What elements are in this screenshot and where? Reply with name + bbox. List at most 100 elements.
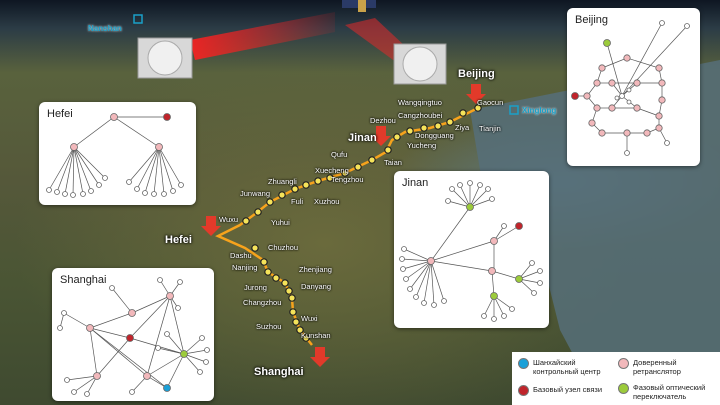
beijing-network-graph [571,20,690,156]
relay-label: Jurong [244,283,267,292]
phase-switch-dot-icon [618,383,629,394]
relay-label: Wuxi [301,314,318,323]
shanghai-network-panel: Shanghai [52,268,214,401]
relay-label: Gaocun [477,98,504,107]
relay-station-marker [251,244,259,252]
relay-station-marker [326,174,334,182]
legend-label: Доверенный ретранслятор [633,358,681,376]
relay-label: Junwang [240,189,271,198]
relay-station-marker [264,268,272,276]
city-beijing: Beijing [458,68,495,80]
relay-label: Yuhui [271,218,290,227]
relay-station-marker [242,217,250,225]
relay-label: Kunshan [301,331,331,340]
relay-label: Zhenjiang [299,265,332,274]
relay-station-marker [384,146,392,154]
control-center-dot-icon [518,358,529,369]
relay-station-marker [434,122,442,130]
relay-station-marker [354,163,362,171]
relay-station-marker [291,185,299,193]
beijing-network-panel: Beijing [567,8,700,166]
legend-item-phase-switch: Фазовый оптический переключатель [618,383,714,401]
city-hefei: Hefei [165,234,192,246]
relay-station-marker [254,208,262,216]
relay-label: Cangzhoubei [398,111,443,120]
relay-station-marker [474,104,482,112]
legend-item-trusted-relay: Доверенный ретранслятор [618,358,714,376]
relay-label: Suzhou [256,322,282,331]
relay-label: Tianjin [479,124,501,133]
relay-station-marker [281,279,289,287]
relay-station-marker [393,133,401,141]
city-shanghai: Shanghai [254,366,304,378]
relay-label: Xuecheng [315,166,349,175]
ground-telescope-xinglong-icon [393,43,447,85]
relay-label: Qufu [331,150,348,159]
shanghai-panel-title: Shanghai [60,274,107,286]
relay-station-marker [314,177,322,185]
relay-markers [242,104,482,342]
relay-label: Yucheng [407,141,437,150]
relay-station-marker [285,287,293,295]
city-arrows [201,84,486,367]
shanghai-network-graph [57,277,210,397]
hefei-panel-title: Hefei [47,108,73,120]
shanghai-arrow-icon [310,347,330,367]
relay-label: Taian [384,158,402,167]
legend-item-base-node: Базовый узел связи [518,385,614,396]
relay-label: Dongguang [415,131,454,140]
ground-telescope-nanshan-icon [137,37,193,79]
relay-label: Xuzhou [314,197,340,206]
relay-label: Nanjing [232,263,258,272]
relay-label: Ziya [455,123,470,132]
relay-station-marker [296,326,304,334]
legend-label: Фазовый оптический переключатель [633,383,706,401]
relay-label: Fuli [291,197,304,206]
relay-label: Chuzhou [268,243,299,252]
relay-station-marker [289,308,297,316]
relay-station-marker [446,118,454,126]
relay-station-marker [302,181,310,189]
hefei-network-panel: Hefei [39,102,196,205]
relay-station-marker [266,198,274,206]
nanshan-station-marker [133,14,143,24]
relay-label: Danyang [301,282,332,291]
hefei-arrow-icon [201,216,221,236]
relay-station-marker [406,127,414,135]
relay-label: Dezhou [370,116,396,125]
legend: Шанхайский контрольный центр Доверенный … [512,352,720,405]
city-jinan: Jinan [348,132,377,144]
relay-station-marker [420,124,428,132]
nanshan-label: Nanshan [88,24,122,33]
legend-label: Базовый узел связи [533,385,603,394]
relay-station-marker [272,274,280,282]
legend-item-control-center: Шанхайский контрольный центр [518,358,614,376]
downlink-beam-nanshan [190,12,335,60]
relay-label: Wuxu [219,215,239,224]
relay-station-marker [292,318,300,326]
jinan-network-graph [399,180,543,322]
relay-station-marker [260,258,268,266]
relay-label: Changzhou [243,298,282,307]
xinglong-station-marker [509,105,519,115]
legend-label: Шанхайский контрольный центр [533,358,601,376]
relay-label: Dashu [230,251,252,260]
trusted-relay-dot-icon [618,358,629,369]
relay-station-marker [341,169,349,177]
jinan-panel-title: Jinan [402,177,429,189]
jinan-arrow-icon [371,126,391,146]
relay-label: Zhuangli [268,177,297,186]
beijing-panel-title: Beijing [575,14,609,26]
relay-station-marker [368,156,376,164]
relay-station-marker [459,109,467,117]
jinan-network-panel: Jinan [394,171,549,328]
hefei-network-graph [46,113,184,198]
base-node-dot-icon [518,385,529,396]
satellite-icon [342,0,376,12]
xinglong-label: Xinglong [522,106,557,115]
relay-station-marker [302,334,310,342]
relay-label: Wangqingtuo [398,98,442,107]
relay-label: Tengzhou [331,175,364,184]
relay-station-marker [278,191,286,199]
